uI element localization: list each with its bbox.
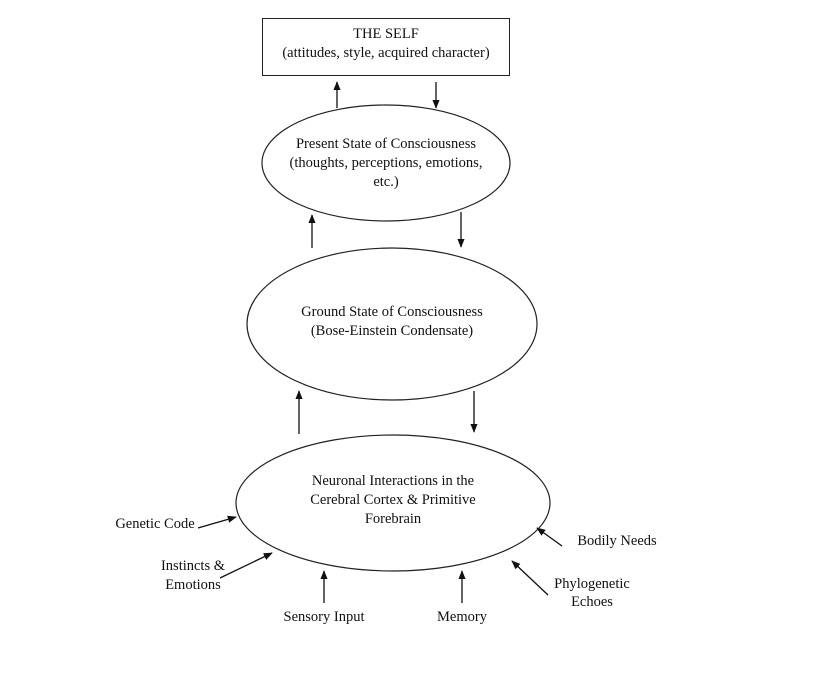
present-state-line1: Present State of Consciousness	[295, 136, 477, 152]
ground-state-line2: (Bose-Einstein Condensate)	[310, 323, 474, 339]
sensory-input-label: Sensory Input	[283, 609, 365, 625]
arrow-genetic-code	[197, 515, 237, 529]
phylogenetic-label-line1: Phylogenetic	[554, 576, 630, 592]
memory-label: Memory	[437, 609, 487, 625]
self-subtitle: (attitudes, style, acquired character)	[282, 45, 490, 61]
neuronal-line1: Neuronal Interactions in the	[311, 473, 475, 489]
arrow-bodily-needs	[536, 527, 563, 547]
ground-state-ellipse	[246, 247, 538, 401]
bodily-needs-label: Bodily Needs	[577, 533, 657, 549]
present-state-line2: (thoughts, perceptions, emotions,	[289, 155, 483, 171]
present-state-ellipse	[261, 104, 511, 222]
neuronal-ellipse	[235, 434, 551, 572]
self-title: THE SELF	[353, 26, 419, 42]
instincts-label-line2: Emotions	[165, 577, 221, 593]
present-state-line3: etc.)	[373, 174, 399, 190]
self-box	[262, 18, 510, 76]
arrow-instincts-emotions	[219, 552, 273, 579]
neuronal-line3: Forebrain	[364, 511, 422, 527]
neuronal-line2: Cerebral Cortex & Primitive	[310, 492, 476, 508]
ground-state-line1: Ground State of Consciousness	[301, 304, 483, 320]
instincts-label-line1: Instincts &	[160, 558, 226, 574]
phylogenetic-label-line2: Echoes	[571, 594, 613, 610]
genetic-code-label: Genetic Code	[115, 516, 195, 532]
arrow-phylogenetic-echoes	[511, 560, 549, 596]
